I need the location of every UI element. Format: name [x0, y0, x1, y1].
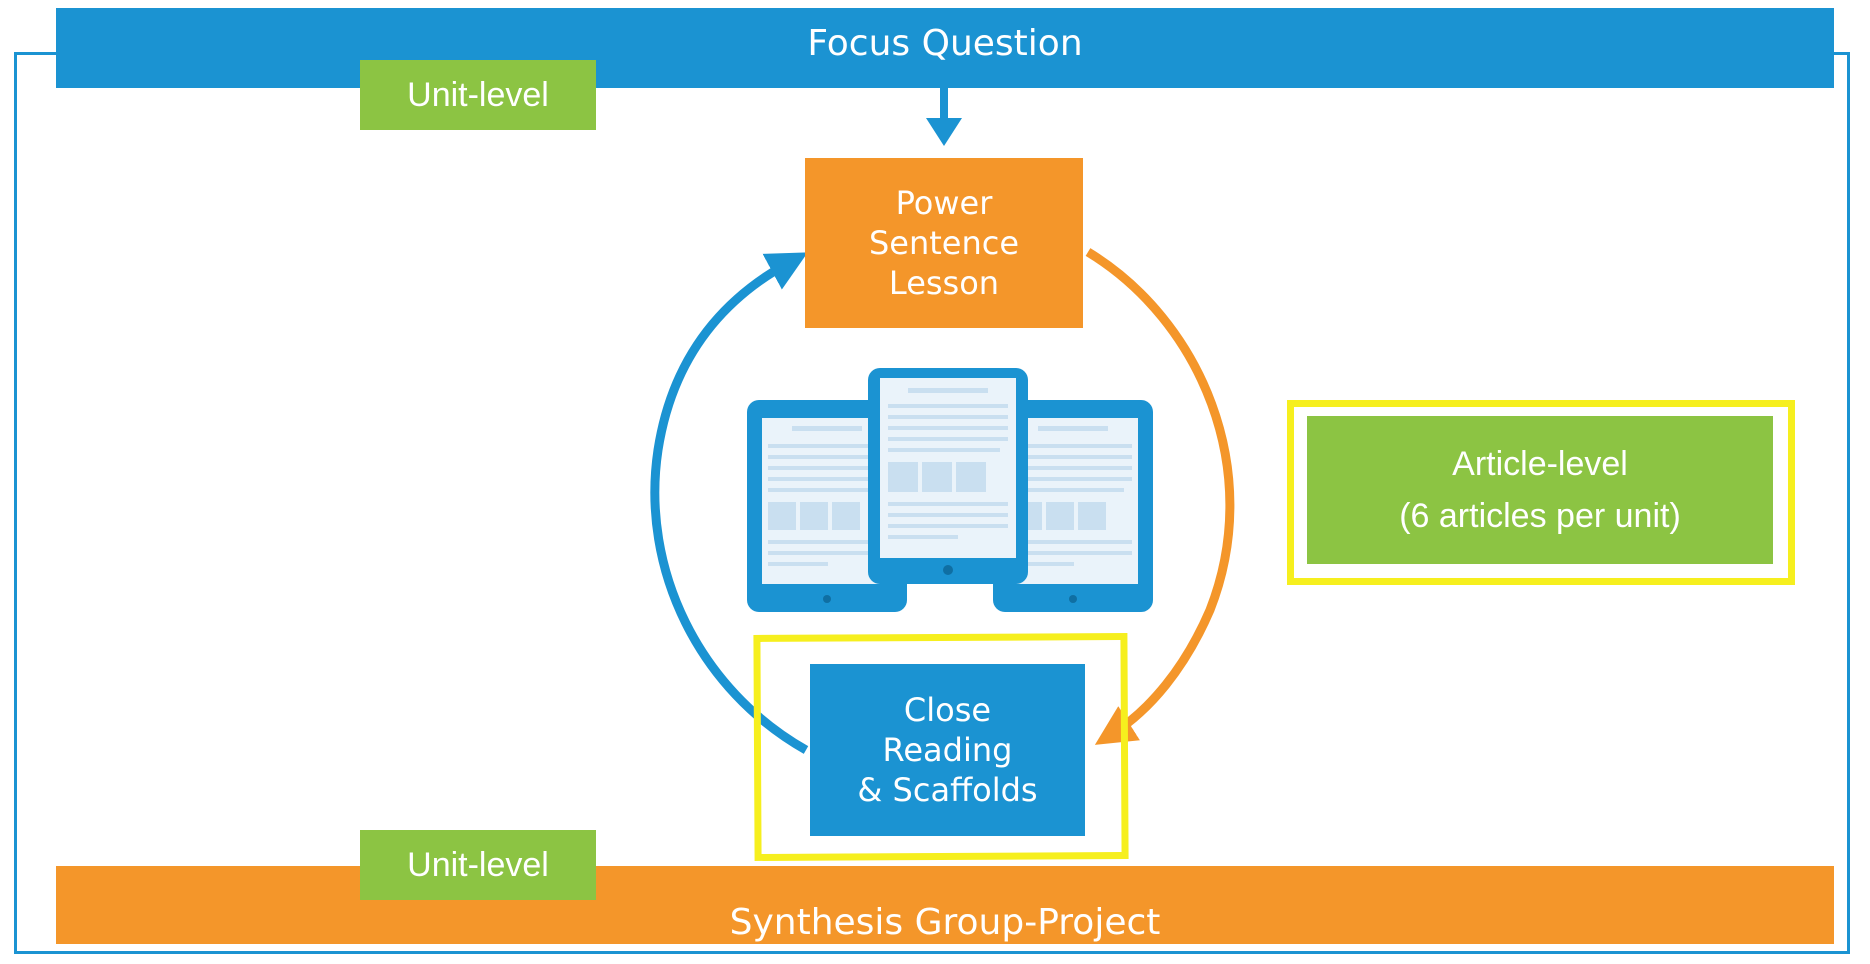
synthesis-label: Synthesis Group-Project	[729, 901, 1161, 943]
power-node-line-1: Power	[895, 184, 993, 222]
synthesis-banner: Synthesis Group-Project	[56, 866, 1834, 944]
article-level-line-2: (6 articles per unit)	[1399, 497, 1681, 535]
unit-level-bottom-text: Unit-level	[407, 845, 549, 884]
close-node-line-1: Close	[903, 691, 992, 729]
clockwise-arrow-icon	[1085, 248, 1235, 745]
focus-question-banner: Focus Question	[56, 8, 1834, 88]
tablet-icon	[993, 400, 1153, 612]
unit-level-top-text: Unit-level	[407, 75, 549, 114]
close-node-line-3: & Scaffolds	[857, 771, 1038, 809]
power-sentence-lesson-node: Power Sentence Lesson	[805, 158, 1083, 328]
close-reading-highlight	[753, 633, 1129, 861]
article-level-line-1: Article-level	[1452, 445, 1628, 483]
article-level-highlight	[1287, 400, 1795, 585]
power-node-line-3: Lesson	[888, 264, 1000, 302]
tablet-icon	[868, 368, 1028, 584]
power-node-line-2: Sentence	[868, 224, 1020, 262]
unit-level-label-top: Unit-level	[360, 60, 596, 130]
counterclockwise-arrow-icon	[650, 252, 809, 754]
focus-question-label: Focus Question	[807, 22, 1083, 64]
article-level-box: Article-level (6 articles per unit)	[1307, 416, 1773, 564]
down-arrow-icon	[926, 88, 962, 146]
close-node-line-2: Reading	[882, 731, 1013, 769]
unit-level-label-bottom: Unit-level	[360, 830, 596, 900]
close-reading-node: Close Reading & Scaffolds	[810, 664, 1085, 836]
